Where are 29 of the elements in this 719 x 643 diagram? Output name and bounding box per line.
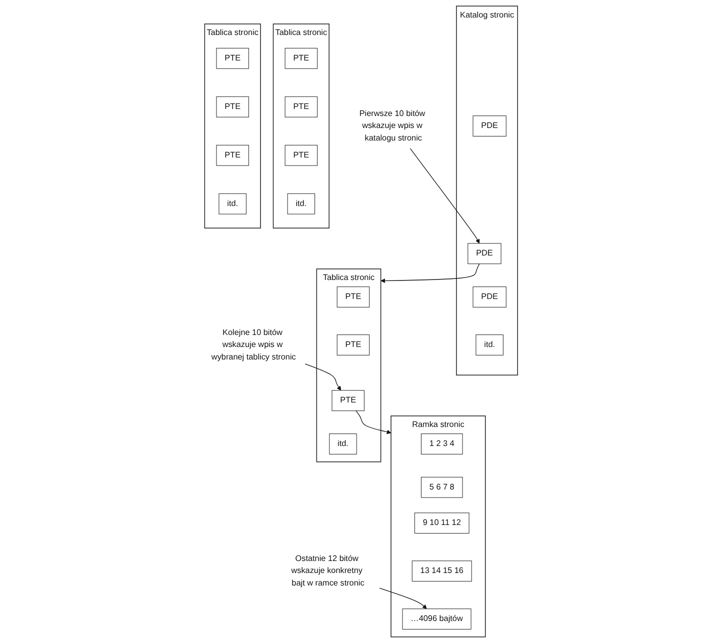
- node-box: PTE: [336, 286, 370, 308]
- node-box: itd.: [475, 334, 504, 356]
- node-box: PTE: [331, 390, 364, 412]
- node-box: …4096 bajtów: [402, 608, 471, 630]
- node-box: itd.: [218, 193, 246, 214]
- node-text: Ostatnie 12 bitów wskazuje konkretny bajt w ramce stronic: [290, 554, 364, 588]
- arrow: [355, 410, 391, 434]
- node-box: PDE: [472, 286, 506, 308]
- node-box: PTE: [216, 144, 249, 166]
- node-box: PTE: [216, 48, 249, 69]
- node-box: itd.: [328, 434, 357, 454]
- node-text: Kolejne 10 bitów wskazuje wpis w wybranej tablicy stronic: [211, 328, 296, 362]
- node-text: Pierwsze 10 bitów wskazuje wpis w katalogu stronic: [358, 109, 425, 142]
- node-box: PTE: [284, 96, 318, 118]
- node-box: PDE: [467, 243, 501, 264]
- node-box: PTE: [284, 144, 318, 166]
- arrow: [378, 588, 426, 610]
- node-box: 13 14 15 16: [412, 560, 472, 582]
- node-box: itd.: [286, 193, 315, 214]
- node-box: PDE: [472, 116, 506, 136]
- node-box: 9 10 11 12: [414, 512, 469, 534]
- arrow: [304, 364, 341, 391]
- arrow: [380, 263, 480, 283]
- node-box: PTE: [284, 48, 318, 69]
- node-box: 5 6 7 8: [420, 476, 462, 498]
- node-box: 1 2 3 4: [420, 434, 462, 454]
- arrow: [410, 148, 480, 244]
- node-box: PTE: [336, 334, 370, 356]
- node-box: PTE: [216, 96, 249, 118]
